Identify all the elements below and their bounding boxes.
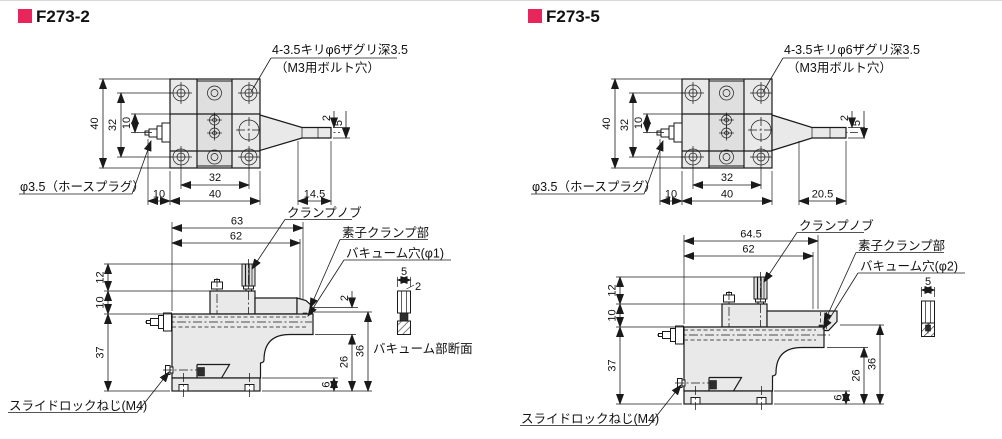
drawing-f273-2: F273-2	[8, 7, 473, 413]
dim-tip-wide: 5	[851, 120, 863, 126]
vacuum-hole-label: バキューム穴(φ1)	[346, 246, 444, 261]
pivot-hole	[236, 117, 262, 143]
element-clamp-label: 素子クランプ部	[858, 238, 945, 253]
upper-block	[721, 272, 768, 329]
counterbore-callout: 4-3.5キリφ6ザグリ深3.5 （M3用ボルト穴）	[762, 43, 920, 93]
dim-body-width: 62	[230, 231, 242, 243]
vacuum-section-detail: 5	[920, 276, 936, 337]
side-view-callouts: クランプノブ 素子クランプ部 バキューム穴(φ1) スライドロックねじ(M4)	[8, 205, 451, 413]
dim-total-width: 63	[231, 216, 243, 228]
dim-tip-thin: 2	[839, 115, 851, 121]
tip-dimensions: 2 5	[321, 111, 350, 139]
width-dimensions: 64.5 62	[683, 229, 819, 324]
dim-center-offset: 10	[121, 117, 133, 129]
side-view: 64.5 62	[520, 218, 965, 426]
dim-right-height: 36	[867, 358, 879, 370]
main-body	[145, 313, 314, 397]
width-dimensions: 63 62	[171, 216, 304, 311]
height-dimensions-right: 36 26 6	[774, 324, 884, 405]
height-dimensions-left: 12 10 37	[95, 263, 242, 392]
product-title: F273-2	[36, 7, 90, 26]
dim-base-height: 6	[833, 394, 845, 400]
left-dimensions: 40 32 10	[601, 78, 684, 169]
upper-block	[209, 259, 256, 316]
dim-knob-height: 12	[95, 271, 107, 283]
dim-arm-reach: 14.5	[304, 189, 325, 201]
section-label: バキューム部断面	[373, 341, 473, 356]
pivot-hole	[748, 117, 774, 143]
vacuum-section-detail: 5 2 バキューム部断面	[373, 266, 473, 356]
dim-hole-span-h: 32	[721, 172, 733, 184]
clamp-arm	[771, 114, 847, 152]
dim-tip-thin: 2	[321, 115, 333, 121]
dim-hole-span-v: 32	[619, 119, 631, 131]
dim-right-height: 36	[355, 345, 367, 357]
callout-line2: （M3用ボルト穴）	[275, 60, 380, 75]
hose-plug-callout: φ3.5（ホースプラグ）	[531, 140, 664, 195]
hose-plug-fitting	[656, 122, 683, 143]
height-dimensions-right: 2 36 26 6	[262, 291, 372, 392]
body-edges	[682, 79, 772, 168]
left-dimensions: 40 32 10	[89, 78, 172, 169]
dim-block-height: 10	[607, 309, 619, 321]
hose-plug-fitting	[144, 122, 171, 143]
dim-tip-offset: 2	[339, 295, 351, 301]
dim-width: 40	[209, 189, 221, 201]
dim-plug-offset: 10	[153, 189, 165, 201]
dim-block-height: 10	[95, 296, 107, 308]
dim-base-height: 6	[321, 381, 333, 387]
counterbore-callout: 4-3.5キリφ6ザグリ深3.5 （M3用ボルト穴）	[250, 43, 408, 93]
slide-lock-screw-shape	[675, 376, 743, 392]
drawing-f273-5: F273-5	[520, 7, 965, 426]
dim-body-height: 37	[607, 359, 619, 371]
dim-step-height: 26	[851, 369, 863, 381]
main-body	[657, 326, 830, 410]
section-dim-width: 5	[401, 266, 407, 278]
slide-lock-label: スライドロックねじ(M4)	[9, 399, 147, 413]
clamp-knob-label: クランプノブ	[287, 205, 362, 220]
element-clamp-label: 素子クランプ部	[342, 225, 429, 240]
vacuum-hole-label: バキューム穴(φ2)	[860, 259, 958, 274]
top-view: 2 5 40 32 10	[19, 43, 408, 205]
dim-knob-height: 12	[607, 284, 619, 296]
hose-plug-callout: φ3.5（ホースプラグ）	[19, 140, 152, 195]
clamp-knob-label: クランプノブ	[799, 218, 874, 233]
section-dim-hole: 2	[415, 281, 421, 293]
callout-line1: 4-3.5キリφ6ザグリ深3.5	[784, 43, 920, 57]
callout-line2: （M3用ボルト穴）	[787, 60, 892, 75]
clamp-arm	[259, 114, 332, 152]
height-dimensions-left: 12 10 37	[607, 276, 754, 405]
dim-height: 40	[89, 117, 101, 129]
hose-plug-side	[658, 325, 684, 345]
dim-body-width: 62	[742, 244, 754, 256]
dim-hole-span-h: 32	[209, 172, 221, 184]
dim-arm-reach: 20.5	[812, 189, 833, 201]
body-edges	[170, 79, 260, 168]
dim-plug-offset: 10	[665, 189, 677, 201]
top-view: 2 5 40 32 10 32	[531, 43, 920, 205]
hose-plug-side	[146, 312, 172, 332]
section-dim-width: 5	[925, 276, 931, 288]
dim-height: 40	[601, 117, 613, 129]
dim-step-height: 26	[339, 356, 351, 368]
side-view-callouts: クランプノブ 素子クランプ部 バキューム穴(φ2) スライドロックねじ(M4)	[520, 218, 965, 426]
tip-dimensions: 2 5	[839, 111, 868, 139]
product-title: F273-5	[546, 7, 600, 26]
slide-lock-label: スライドロックねじ(M4)	[521, 412, 659, 426]
dim-hole-span-v: 32	[107, 119, 119, 131]
bottom-dimensions: 32 10 40 14.5	[147, 139, 332, 205]
hose-plug-label: φ3.5（ホースプラグ）	[532, 180, 657, 194]
dim-total-width: 64.5	[740, 229, 761, 241]
dim-center-offset: 10	[633, 117, 645, 129]
dim-width: 40	[721, 189, 733, 201]
title-accent-square	[528, 9, 542, 23]
callout-line1: 4-3.5キリφ6ザグリ深3.5	[272, 43, 408, 57]
title-accent-square	[18, 9, 32, 23]
dim-body-height: 37	[95, 346, 107, 358]
hose-plug-label: φ3.5（ホースプラグ）	[20, 180, 145, 194]
dim-tip-wide: 5	[333, 120, 345, 126]
side-view: 63 62	[8, 205, 451, 413]
